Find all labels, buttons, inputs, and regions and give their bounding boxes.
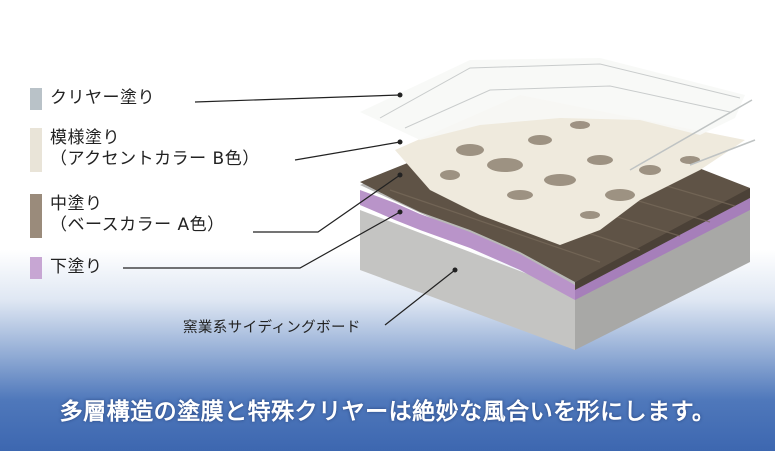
leader-substrate <box>384 269 456 326</box>
clear-coat-lines <box>379 63 741 129</box>
legend-clear-coat: クリヤー塗り <box>30 88 155 110</box>
leader-under <box>123 211 401 269</box>
clear-coat-edge-line <box>629 99 753 171</box>
leader-dots <box>397 92 458 273</box>
leader-clear <box>194 94 401 103</box>
primer-coat <box>360 190 575 300</box>
swatch-under <box>30 257 42 279</box>
clear-coat <box>360 58 745 140</box>
legend-label-pattern: 模様塗り （アクセントカラー B色） <box>50 128 260 170</box>
board-front-face <box>360 210 575 350</box>
legend-under-coat: 下塗り <box>30 257 103 279</box>
legend-pattern-line1: 模様塗り <box>50 128 120 148</box>
legend-clear-line1: クリヤー塗り <box>50 88 155 108</box>
swatch-middle <box>30 194 42 238</box>
swatch-pattern <box>30 128 42 172</box>
legend-middle-line1: 中塗り <box>50 194 103 214</box>
footer-caption: 多層構造の塗膜と特殊クリヤーは絶妙な風合いを形にします。 <box>59 399 716 425</box>
legend-label-middle: 中塗り （ベースカラー A色） <box>50 194 225 236</box>
primer-coat-side <box>575 198 750 300</box>
swatch-clear <box>30 88 42 110</box>
legend-label-clear: クリヤー塗り <box>50 88 155 109</box>
legend-pattern-coat: 模様塗り （アクセントカラー B色） <box>30 128 260 172</box>
leader-pattern <box>294 141 401 161</box>
legend-middle-line2: （ベースカラー A色） <box>50 215 225 235</box>
legend-middle-coat: 中塗り （ベースカラー A色） <box>30 194 225 238</box>
pattern-coat <box>395 95 745 245</box>
middle-coat-side <box>575 188 750 290</box>
leader-lines <box>123 94 456 326</box>
legend-under-line1: 下塗り <box>50 257 103 277</box>
board-side-face <box>575 208 750 350</box>
legend-pattern-line2: （アクセントカラー B色） <box>50 149 260 169</box>
leader-middle <box>253 174 401 233</box>
pattern-coat-edge-line <box>689 139 756 166</box>
legend-label-under: 下塗り <box>50 257 103 278</box>
pattern-coat-spots <box>440 121 700 219</box>
substrate-label: 窯業系サイディングボード <box>183 320 361 336</box>
